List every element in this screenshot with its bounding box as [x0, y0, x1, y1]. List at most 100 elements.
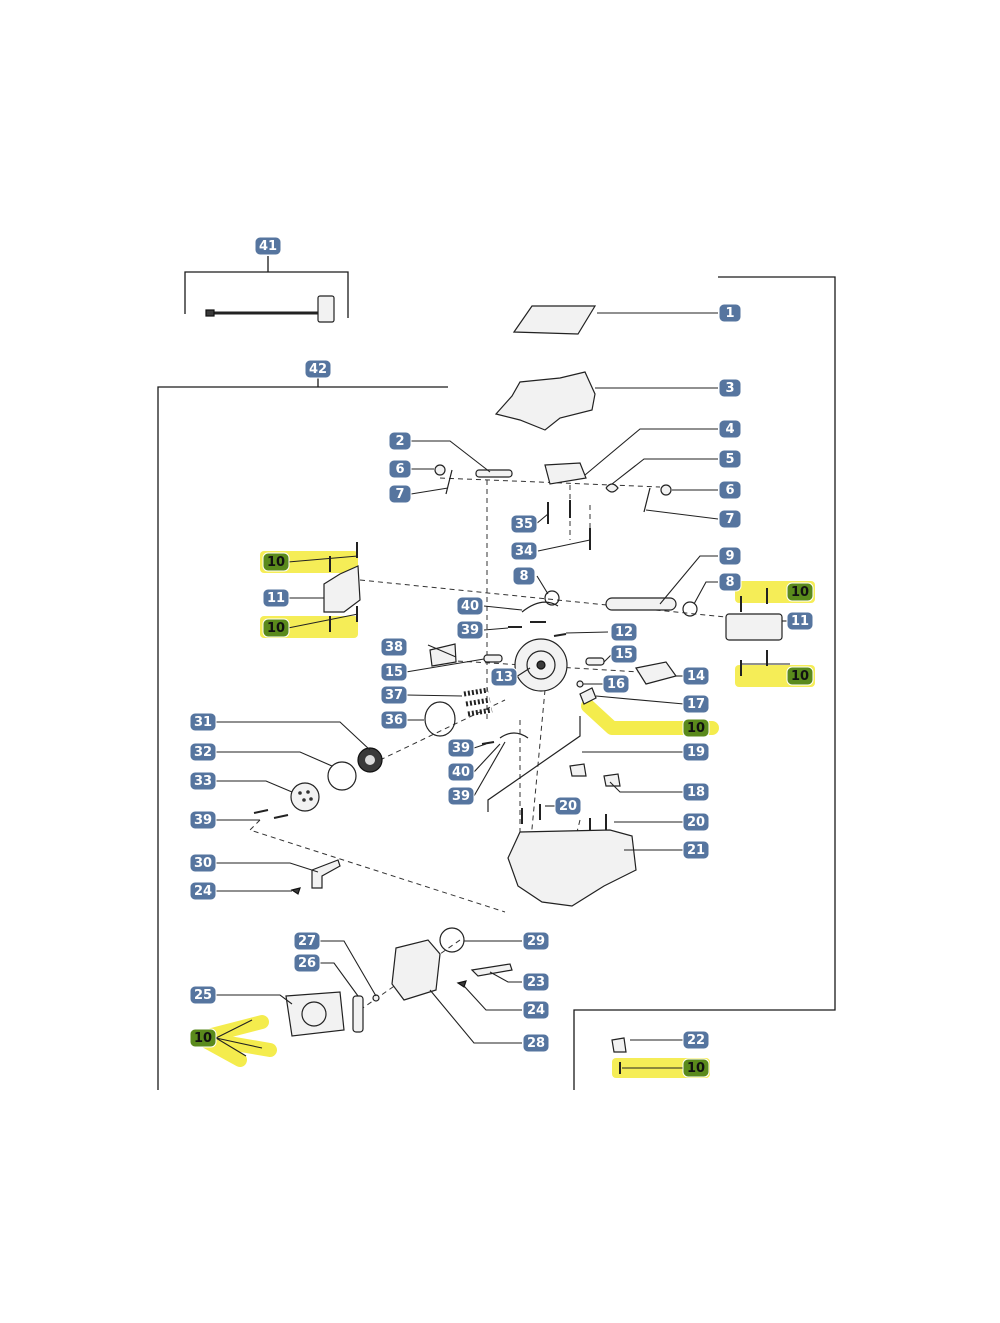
callout-7: 7 [388, 484, 412, 504]
callout-16: 16 [602, 674, 630, 694]
callout-39: 39 [189, 810, 217, 830]
callout-number: 39 [452, 741, 470, 756]
callout-badge-shape [682, 1058, 710, 1078]
callout-badge-shape [456, 596, 484, 616]
callout-badge-shape [380, 637, 408, 657]
callout-32: 32 [189, 742, 217, 762]
callout-badge-shape [682, 812, 710, 832]
callout-badge-shape [554, 796, 582, 816]
callout-badge-shape [189, 1028, 217, 1048]
callout-badge-shape [682, 1030, 710, 1050]
callout-badge-shape [718, 509, 742, 529]
callout-15: 15 [380, 662, 408, 682]
block-part [544, 462, 587, 485]
callout-badge-shape [254, 236, 282, 256]
callout-33: 33 [189, 771, 217, 791]
callout-badge-shape [447, 786, 475, 806]
callout-number: 20 [687, 815, 705, 830]
callout-number: 1 [725, 306, 734, 321]
callout-1: 1 [718, 303, 742, 323]
callout-badge-shape [262, 588, 290, 608]
callout-number: 40 [452, 765, 470, 780]
callout-35: 35 [510, 514, 538, 534]
callout-number: 4 [725, 422, 734, 437]
callout-number: 10 [194, 1031, 212, 1046]
callout-number: 37 [385, 688, 403, 703]
callout-number: 35 [515, 517, 533, 532]
callout-number: 20 [559, 799, 577, 814]
base-housing-part [507, 829, 637, 907]
callout-badge-shape [718, 480, 742, 500]
callout-38: 38 [380, 637, 408, 657]
callout-number: 2 [395, 434, 404, 449]
callout-badge-shape [447, 762, 475, 782]
callout-number: 12 [615, 625, 633, 640]
cable-part [205, 295, 335, 323]
callout-number: 16 [607, 677, 625, 692]
link-part [643, 487, 651, 513]
front-cover-part [391, 939, 441, 1001]
callout-number: 39 [461, 623, 479, 638]
washer-part [660, 484, 672, 496]
callout-10: 10 [786, 582, 814, 602]
callout-39: 39 [456, 620, 484, 640]
ring-part [544, 590, 560, 606]
callout-2: 2 [388, 431, 412, 451]
lid-part [512, 305, 597, 335]
bracket-part [429, 643, 457, 667]
callout-10: 10 [682, 1058, 710, 1078]
callout-number: 18 [687, 785, 705, 800]
callout-number: 27 [298, 934, 316, 949]
callout-number: 15 [615, 647, 633, 662]
callout-badge-shape [522, 931, 550, 951]
latch-part [635, 661, 677, 685]
callout-7: 7 [718, 509, 742, 529]
callout-number: 25 [194, 988, 212, 1003]
callout-8: 8 [718, 572, 742, 592]
clip-part [605, 483, 619, 493]
callout-badge-shape [682, 742, 710, 762]
callout-number: 40 [461, 599, 479, 614]
callout-39: 39 [447, 786, 475, 806]
callout-24: 24 [189, 881, 217, 901]
callout-10: 10 [786, 666, 814, 686]
callout-number: 32 [194, 745, 212, 760]
end-cap-part [323, 565, 361, 613]
callout-badge-shape [682, 718, 710, 738]
callout-9: 9 [718, 546, 742, 566]
callout-8: 8 [512, 566, 536, 586]
callout-14: 14 [682, 666, 710, 686]
callout-24: 24 [522, 1000, 550, 1020]
callout-5: 5 [718, 449, 742, 469]
callout-number: 10 [267, 621, 285, 636]
shaft-part [605, 597, 677, 611]
callout-39: 39 [447, 738, 475, 758]
callout-34: 34 [510, 541, 538, 561]
callout-number: 8 [725, 575, 734, 590]
callout-badge-shape [380, 685, 408, 705]
callout-20: 20 [682, 812, 710, 832]
callout-badge-shape [388, 431, 412, 451]
callout-badge-shape [682, 694, 710, 714]
spindle-part [352, 995, 364, 1033]
callout-10: 10 [682, 718, 710, 738]
callout-17: 17 [682, 694, 710, 714]
callout-badge-shape [522, 1000, 550, 1020]
callout-number: 21 [687, 843, 705, 858]
gasket-part [424, 701, 456, 737]
callout-4: 4 [718, 419, 742, 439]
callout-badge-shape [718, 419, 742, 439]
callout-number: 10 [687, 1061, 705, 1076]
callout-badge-shape [512, 566, 536, 586]
callout-12: 12 [610, 622, 638, 642]
callout-19: 19 [682, 742, 710, 762]
callout-6: 6 [388, 459, 412, 479]
callout-27: 27 [293, 931, 321, 951]
callout-36: 36 [380, 710, 408, 730]
callout-badge-shape [682, 666, 710, 686]
callout-6: 6 [718, 480, 742, 500]
callout-number: 39 [194, 813, 212, 828]
flange-part [285, 991, 345, 1037]
callout-number: 33 [194, 774, 212, 789]
